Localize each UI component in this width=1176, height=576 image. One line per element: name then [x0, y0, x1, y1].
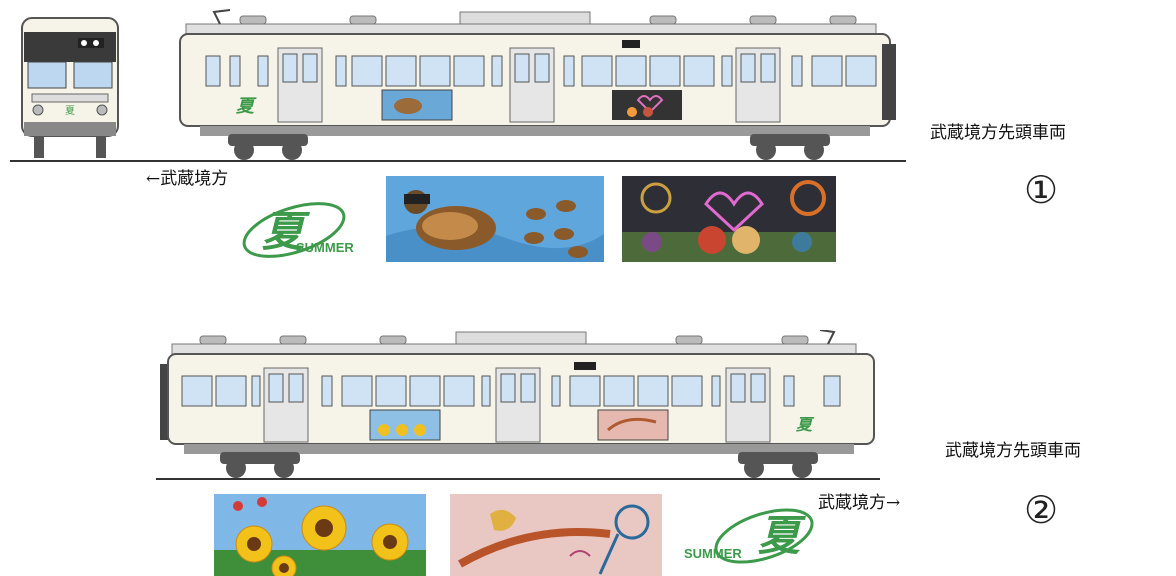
number-set-1: ①	[1024, 168, 1059, 212]
direction-label-1: ←武蔵境方	[146, 169, 229, 189]
painting-butterfly-net	[450, 494, 662, 576]
painting-ducks	[386, 176, 604, 262]
rail-line-2	[156, 478, 880, 480]
summer-logo-2: 夏 SUMMER	[684, 500, 824, 572]
train-front-view: 夏	[21, 17, 119, 158]
logo-kanji: 夏	[758, 511, 801, 560]
svg-text:夏: 夏	[796, 415, 815, 434]
painting-night-hearts	[622, 176, 836, 262]
heading-set-1: 武蔵境方先頭車両	[930, 123, 1066, 143]
train-side-view-2: 夏	[160, 330, 875, 478]
train-side-view-1: 夏	[179, 9, 896, 160]
heading-set-2: 武蔵境方先頭車両	[945, 441, 1081, 461]
logo-text: SUMMER	[296, 240, 354, 255]
number-set-2: ②	[1024, 488, 1059, 532]
svg-text:夏: 夏	[65, 105, 75, 117]
logo-kanji: 夏	[262, 207, 305, 256]
direction-label-2: 武蔵境方→	[818, 493, 901, 513]
painting-sunflowers	[214, 494, 426, 576]
svg-text:夏: 夏	[236, 96, 257, 117]
logo-text: SUMMER	[684, 546, 742, 561]
rail-line-1	[10, 160, 906, 162]
logo-swoosh-icon	[242, 202, 346, 258]
summer-logo-1: 夏 SUMMER	[236, 194, 376, 264]
logo-swoosh-icon	[714, 508, 814, 564]
